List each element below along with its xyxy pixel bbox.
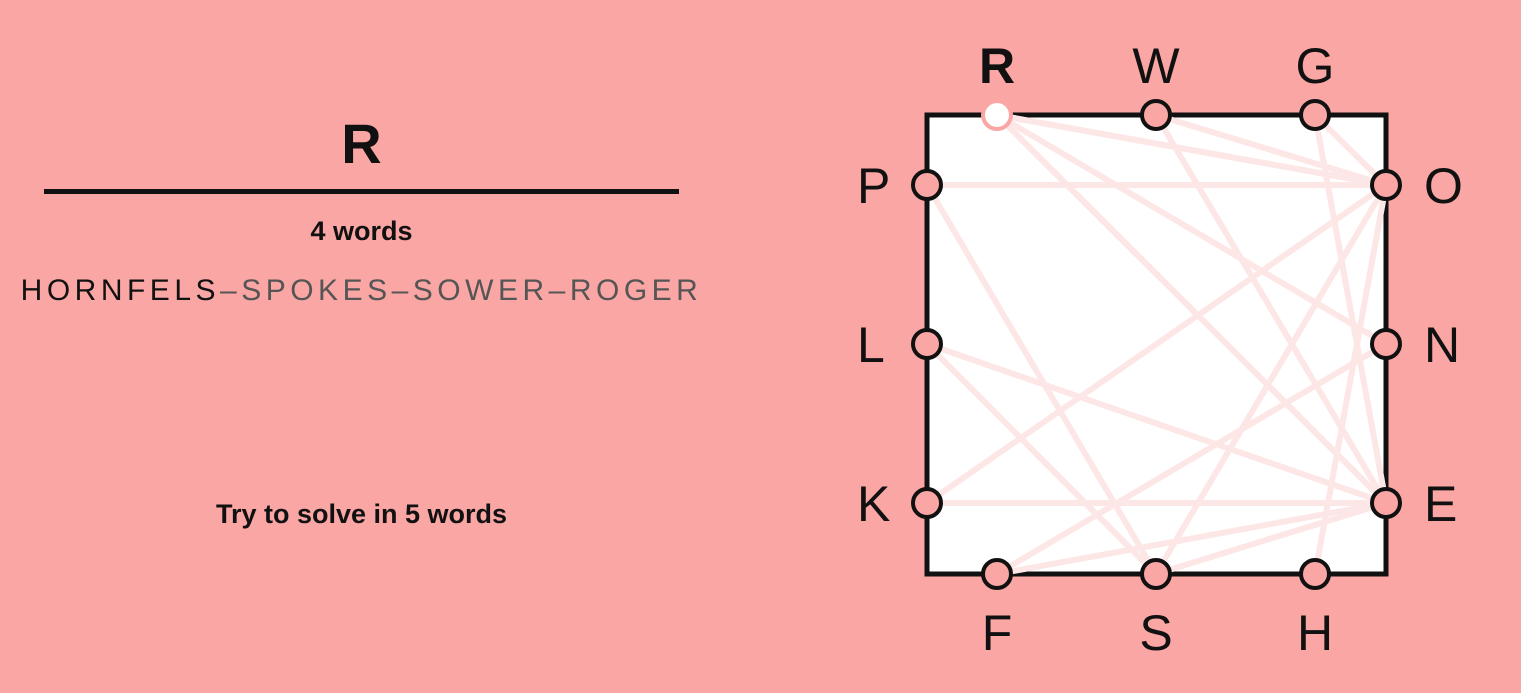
used-path-e-s xyxy=(1155,500,1387,577)
used-path-r-n xyxy=(995,112,1388,347)
letter-label-h[interactable]: H xyxy=(1297,605,1333,661)
word-separator: – xyxy=(391,274,413,307)
letter-label-s[interactable]: S xyxy=(1139,605,1172,661)
letter-label-k[interactable]: K xyxy=(857,476,890,532)
letter-node-o[interactable] xyxy=(1370,169,1402,201)
used-path-f-e xyxy=(996,500,1387,577)
used-path-r-o xyxy=(996,112,1387,188)
used-path-l-s xyxy=(924,341,1159,577)
letter-node-n[interactable] xyxy=(1370,328,1402,360)
solution-word-3: SOWER xyxy=(412,274,549,307)
solution-word-2: SPOKES xyxy=(241,274,392,307)
current-word-underline xyxy=(44,189,679,194)
word-separator: – xyxy=(220,274,242,307)
used-path-o-w xyxy=(1155,112,1387,188)
letter-node-k[interactable] xyxy=(911,487,943,519)
letter-label-o[interactable]: O xyxy=(1424,158,1463,214)
letter-label-f[interactable]: F xyxy=(982,605,1013,661)
letter-node-p[interactable] xyxy=(911,169,943,201)
letter-label-e[interactable]: E xyxy=(1424,476,1457,532)
letter-label-l[interactable]: L xyxy=(857,317,885,373)
used-path-w-e xyxy=(1153,113,1389,505)
letter-label-n[interactable]: N xyxy=(1424,317,1460,373)
used-path-o-g xyxy=(1312,112,1389,188)
goal-hint: Try to solve in 5 words xyxy=(215,499,508,529)
letter-node-s[interactable] xyxy=(1140,558,1172,590)
solution-word-4: ROGER xyxy=(569,274,703,307)
word-panel: R 4 words HORNFELS–SPOKES–SOWER–ROGER Tr… xyxy=(0,0,720,693)
word-separator: – xyxy=(548,274,570,307)
letter-node-h[interactable] xyxy=(1299,558,1331,590)
word-count-label: 4 words xyxy=(310,216,413,246)
letter-label-p[interactable]: P xyxy=(857,158,890,214)
used-path-h-o xyxy=(1312,184,1389,575)
letter-label-g[interactable]: G xyxy=(1296,38,1335,94)
solution-word-list: HORNFELS–SPOKES–SOWER–ROGER xyxy=(20,274,703,308)
letter-node-r[interactable] xyxy=(981,99,1013,131)
letter-node-l[interactable] xyxy=(911,328,943,360)
used-path-e-r xyxy=(994,112,1389,506)
solution-word-1: HORNFELS xyxy=(20,274,221,307)
used-path-s-p xyxy=(924,183,1159,576)
used-path-s-o xyxy=(1153,183,1389,576)
used-path-e-l xyxy=(926,341,1387,506)
letter-node-w[interactable] xyxy=(1140,99,1172,131)
letter-label-w[interactable]: W xyxy=(1132,38,1180,94)
used-path-o-k xyxy=(925,182,1388,506)
letter-node-g[interactable] xyxy=(1299,99,1331,131)
used-paths xyxy=(924,112,1389,577)
letter-node-e[interactable] xyxy=(1370,487,1402,519)
used-path-g-e xyxy=(1312,114,1389,504)
used-path-n-f xyxy=(995,341,1388,577)
letter-nodes: R W G O N E F S H P L K xyxy=(857,38,1463,661)
letter-label-r[interactable]: R xyxy=(979,38,1015,94)
current-word-display: R xyxy=(341,112,382,175)
letter-node-f[interactable] xyxy=(981,558,1013,590)
